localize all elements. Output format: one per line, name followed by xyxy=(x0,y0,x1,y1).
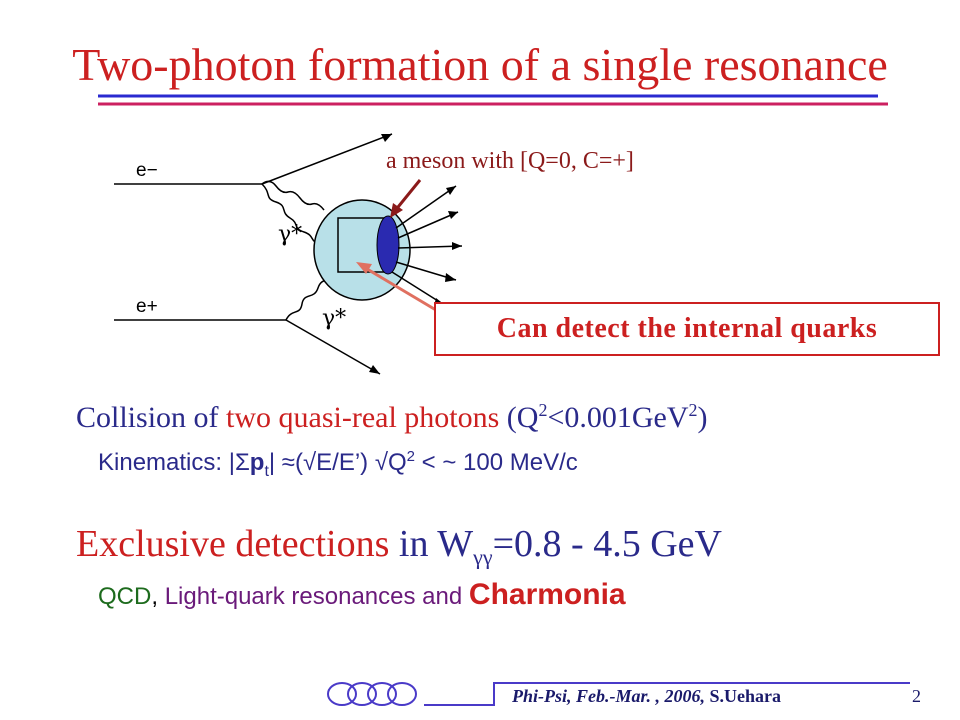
collision-text-a: Collision of xyxy=(76,401,227,434)
charmonia-label: Charmonia xyxy=(468,578,626,611)
footer-citation: Phi-Psi, Feb.-Mar. , 2006, S.Uehara xyxy=(512,686,781,707)
photon-wiggle-1b xyxy=(261,183,323,245)
kinematics-d: < ~ 100 MeV/c xyxy=(415,449,578,476)
page-number: 2 xyxy=(912,686,921,706)
collision-text-d: <0.001GeV xyxy=(547,401,689,434)
photon-label-1: γ* xyxy=(278,222,303,247)
meson-arrow xyxy=(392,179,422,213)
exclusive-line: Exclusive detections in Wγγ=0.8 - 4.5 Ge… xyxy=(76,522,722,571)
kinematics-sub: t xyxy=(264,462,269,480)
kinematics-a: Kinematics: |Σ xyxy=(98,449,250,476)
positron-label: e+ xyxy=(136,296,158,317)
topics-sep: , xyxy=(151,583,165,610)
photon-wiggle-1 xyxy=(261,180,325,211)
exclusive-detections: Exclusive detections xyxy=(76,523,390,565)
kinematics-line: Kinematics: |Σpt| ≈(√E/E’) √Q2 < ~ 100 M… xyxy=(98,448,578,481)
quark-disk xyxy=(376,215,400,275)
kinematics-sup: 2 xyxy=(406,448,416,465)
q2-sup: 2 xyxy=(538,400,548,420)
kinematics-p: p xyxy=(249,449,265,476)
w-sub: γγ xyxy=(473,544,493,570)
exclusive-c: =0.8 - 4.5 GeV xyxy=(492,523,722,565)
electron-label: e− xyxy=(136,160,158,181)
photon-label-2: γ* xyxy=(322,306,347,331)
topics-and: and xyxy=(415,583,469,610)
page-title: Two-photon formation of a single resonan… xyxy=(72,39,888,90)
footer-author: S.Uehara xyxy=(705,686,782,706)
topics-line: QCD, Light-quark resonances and Charmoni… xyxy=(98,578,626,612)
quark-callout-box: Can detect the internal quarks xyxy=(434,302,940,356)
footer-conference: Phi-Psi, Feb.-Mar. , 2006, xyxy=(512,686,706,706)
electron-outgoing xyxy=(261,133,393,185)
callout-arrow xyxy=(361,264,447,318)
gev2-sup: 2 xyxy=(688,400,698,420)
exclusive-b: in W xyxy=(389,523,474,565)
qcd-label: QCD xyxy=(98,583,152,610)
positron-outgoing xyxy=(285,319,381,375)
collision-line: Collision of two quasi-real photons (Q2<… xyxy=(76,400,708,435)
footer-logo xyxy=(327,682,417,706)
footer-rule xyxy=(424,682,910,706)
quasi-real-photons: two quasi-real photons xyxy=(226,401,500,434)
meson-annotation: a meson with [Q=0, C=+] xyxy=(386,148,634,174)
collision-text-e: ) xyxy=(697,401,708,434)
collision-text-c: (Q xyxy=(499,401,539,434)
kinematics-c: | ≈(√E/E’) √Q xyxy=(268,449,407,476)
light-quark-label: Light-quark resonances xyxy=(164,583,416,610)
